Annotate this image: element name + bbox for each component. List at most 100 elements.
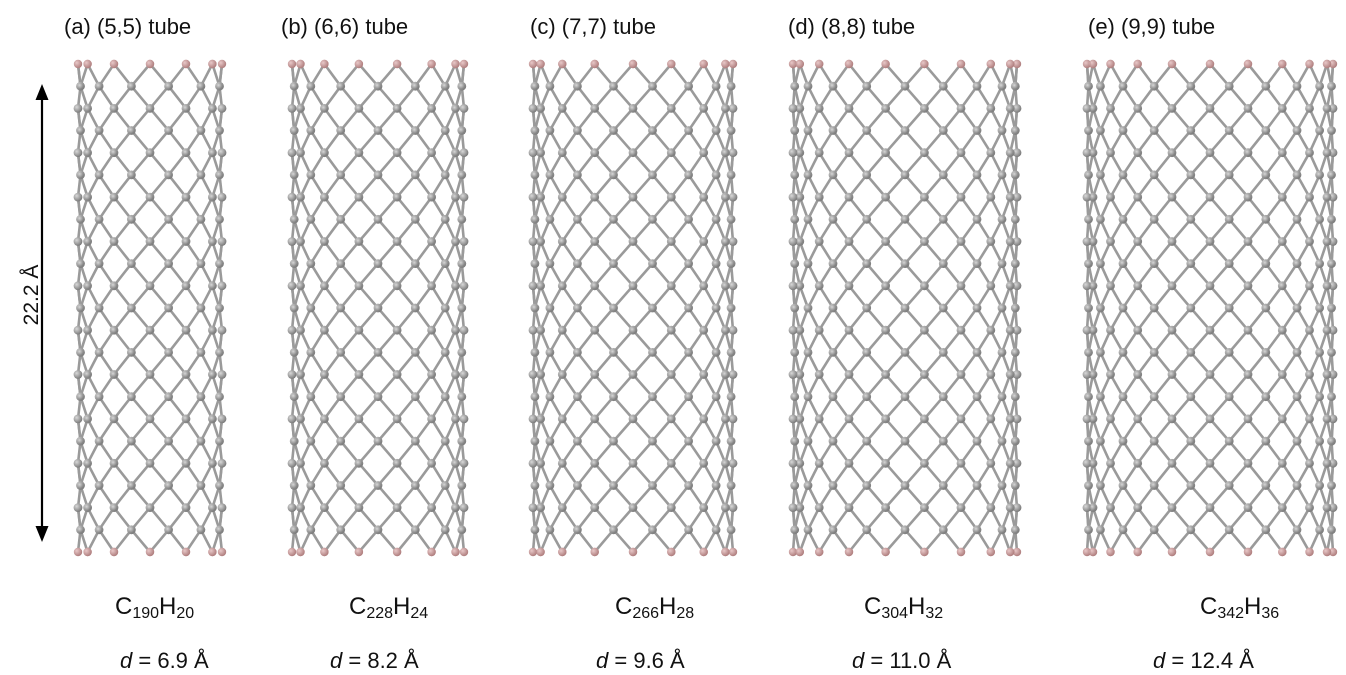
carbon-atom xyxy=(1168,105,1176,112)
carbon-atom xyxy=(355,282,363,289)
bond xyxy=(113,374,133,398)
bond xyxy=(185,218,202,242)
carbon-atom xyxy=(216,171,223,179)
bond xyxy=(167,418,187,442)
bond xyxy=(1122,396,1139,420)
bond xyxy=(1247,396,1267,420)
carbon-atom xyxy=(973,349,981,356)
carbon-atom xyxy=(110,238,118,245)
bond xyxy=(113,485,133,509)
bond xyxy=(340,174,360,198)
carbon-atom xyxy=(804,127,812,134)
bond xyxy=(1122,462,1139,486)
hydrogen-atom xyxy=(287,547,297,557)
bond xyxy=(651,174,672,198)
carbon-atom xyxy=(452,327,459,334)
hydrogen-atom xyxy=(427,59,436,69)
bond xyxy=(396,529,416,553)
hydrogen-atom xyxy=(451,547,460,557)
bond xyxy=(1171,63,1192,87)
bond xyxy=(1137,152,1155,176)
carbon-atom xyxy=(537,504,544,511)
carbon-atom xyxy=(393,282,401,289)
bond xyxy=(561,418,579,442)
carbon-atom xyxy=(216,482,223,489)
carbon-atom xyxy=(217,281,227,291)
hydrogen-atom xyxy=(628,59,638,69)
carbon-atom xyxy=(722,105,729,112)
bond xyxy=(960,374,978,398)
carbon-atom xyxy=(921,238,928,245)
bond xyxy=(1265,63,1283,87)
carbon-atom xyxy=(73,237,83,246)
bond xyxy=(960,418,978,442)
bond xyxy=(1247,107,1267,132)
bond xyxy=(323,396,342,420)
bond xyxy=(632,307,654,331)
bond xyxy=(960,307,978,331)
carbon-atom xyxy=(95,349,103,356)
bond xyxy=(414,218,433,242)
carbon-atom xyxy=(957,193,965,201)
carbon-atom xyxy=(574,393,581,400)
bond xyxy=(414,418,433,442)
carbon-atom xyxy=(559,238,566,245)
bond xyxy=(185,351,202,375)
bond xyxy=(687,218,705,242)
hydrogen-atom xyxy=(881,59,890,69)
carbon-atom xyxy=(197,393,205,400)
bond xyxy=(167,307,187,331)
carbon-atom xyxy=(921,460,928,467)
bond xyxy=(167,174,187,198)
bond xyxy=(113,174,133,198)
bond xyxy=(396,329,416,353)
bond xyxy=(561,440,579,464)
hydrogen-atom xyxy=(667,59,676,69)
bond xyxy=(149,462,170,487)
carbon-atom xyxy=(412,171,419,179)
carbon-atom xyxy=(1007,371,1014,378)
bond xyxy=(687,130,705,154)
bond xyxy=(904,174,926,198)
hydrogen-atom xyxy=(145,547,155,557)
bond xyxy=(561,462,579,486)
bond xyxy=(98,329,115,353)
carbon-atom xyxy=(287,503,297,512)
bond xyxy=(960,152,978,176)
bond xyxy=(1137,440,1155,464)
carbon-atom xyxy=(442,171,449,179)
bond xyxy=(848,374,868,398)
bond xyxy=(113,196,133,220)
carbon-atom xyxy=(459,237,469,246)
carbon-atom xyxy=(546,437,554,445)
bond xyxy=(576,218,596,242)
hydrogen-atom xyxy=(296,59,305,69)
bond xyxy=(923,152,944,176)
carbon-atom xyxy=(1085,127,1092,134)
bond xyxy=(848,130,868,154)
bond xyxy=(358,329,379,353)
bond xyxy=(670,263,690,287)
bond xyxy=(687,485,705,509)
carbon-atom xyxy=(528,503,538,512)
bond xyxy=(358,507,379,531)
carbon-atom xyxy=(452,238,459,245)
bond xyxy=(651,218,672,243)
carbon-atom xyxy=(128,216,135,223)
carbon-atom xyxy=(287,192,297,202)
carbon-atom xyxy=(591,149,598,156)
bond xyxy=(923,107,944,132)
bond xyxy=(130,263,151,287)
bond xyxy=(832,462,850,486)
carbon-atom xyxy=(804,349,812,356)
bond xyxy=(1281,152,1298,176)
bond xyxy=(340,152,360,176)
bond xyxy=(396,307,416,331)
bond xyxy=(1171,484,1192,509)
bond xyxy=(1265,174,1283,198)
bond xyxy=(98,440,115,464)
bond xyxy=(612,529,634,553)
bond xyxy=(414,196,433,220)
carbon-atom xyxy=(355,504,363,511)
carbon-atom xyxy=(1012,216,1019,223)
